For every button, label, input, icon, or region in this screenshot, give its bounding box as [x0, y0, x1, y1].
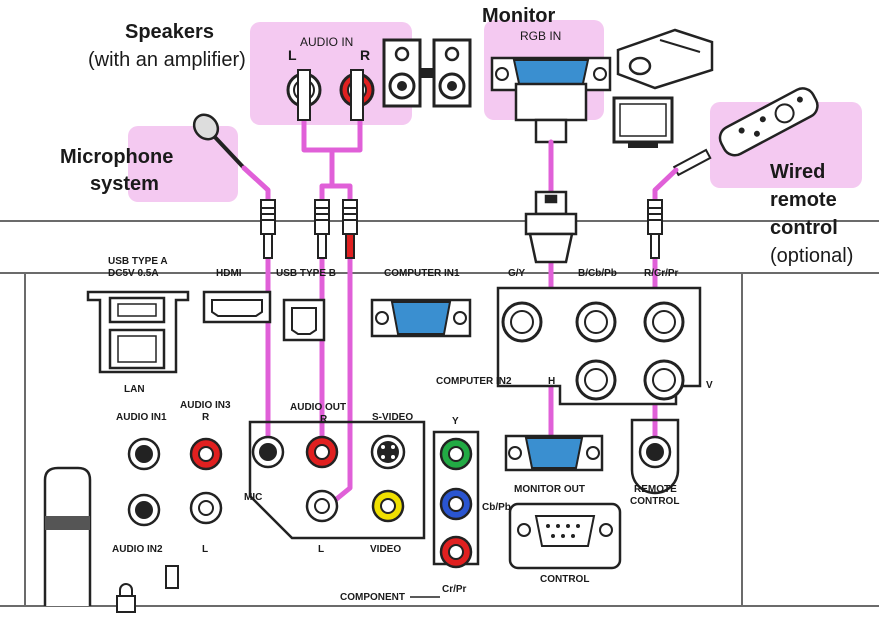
component-box — [432, 430, 480, 566]
remote-control-label-2: CONTROL — [630, 496, 679, 507]
projector-icon — [616, 28, 714, 90]
control-port — [508, 502, 622, 570]
bnc-rcrpr — [643, 301, 685, 343]
bcbpb-label: B/Cb/Pb — [578, 268, 617, 279]
audio-in3-r-label: R — [202, 412, 210, 423]
monitor-title: Monitor — [482, 5, 556, 27]
microphone-icon — [192, 113, 246, 170]
gy-label: G/Y — [508, 268, 526, 279]
computer-in2-label: COMPUTER IN2 — [436, 376, 512, 387]
audio-in2-label: AUDIO IN2 — [112, 544, 163, 555]
audio-out-box — [248, 420, 426, 540]
audio-in3-l-label: L — [202, 544, 208, 555]
rgb-in-port — [490, 56, 612, 92]
rcrpr-label: R/Cr/Pr — [644, 268, 679, 279]
rgb-in-label: RGB IN — [520, 29, 561, 43]
hdmi-label: HDMI — [216, 268, 242, 279]
computer-in1-label: COMPUTER IN1 — [384, 268, 460, 279]
panel-outline — [0, 220, 879, 607]
bnc-bcbpb — [575, 301, 617, 343]
video-label: VIDEO — [370, 544, 401, 555]
remote-cable — [652, 167, 679, 203]
remote-title-3: control — [770, 217, 838, 239]
monitor-out-port — [504, 434, 604, 472]
remote-title-1: Wired — [770, 161, 825, 183]
audio-out-l-jack — [305, 489, 339, 523]
audio-in1-jack — [127, 437, 161, 471]
svideo-port — [370, 434, 406, 470]
audio-in2-jack — [127, 493, 161, 527]
component-cb-jack — [439, 487, 473, 521]
speaker-icon — [382, 38, 472, 108]
mic-cable — [241, 165, 271, 203]
stand — [43, 466, 92, 606]
microphone-title-1: Microphone — [60, 146, 173, 168]
usb-type-b-port — [282, 298, 326, 342]
monitor-out-label: MONITOR OUT — [514, 484, 585, 495]
audio-out-l-label: L — [318, 544, 324, 555]
audio-out-label: AUDIO OUT — [290, 402, 346, 413]
component-cr-jack — [439, 535, 473, 569]
bnc-v — [643, 359, 685, 401]
audio-out-r-label: R — [320, 414, 328, 425]
computer-in1-port — [370, 298, 472, 338]
usb-type-a-label: USB TYPE A — [108, 256, 168, 267]
audio-out-l-cable — [325, 255, 353, 509]
video-jack — [371, 489, 405, 523]
computer-in2-block — [496, 286, 702, 406]
v-label: V — [706, 380, 713, 391]
audio-in1-label: AUDIO IN1 — [116, 412, 167, 423]
svideo-label: S-VIDEO — [372, 412, 413, 423]
crpr-label: Cr/Pr — [442, 584, 467, 595]
mic-jack — [251, 435, 285, 469]
audio-out-r-jack — [305, 435, 339, 469]
audio-in3-l-jack — [189, 491, 223, 525]
remote-control-label-1: REMOTE — [634, 484, 677, 495]
audio-in-r-label: R — [360, 47, 370, 63]
audio-in-l-label: L — [288, 47, 297, 63]
speakers-title: Speakers — [125, 21, 214, 43]
vga-plug-top — [514, 82, 588, 144]
bnc-h — [575, 359, 617, 401]
lock-icon — [116, 583, 136, 613]
usb-lan-block — [86, 290, 190, 374]
control-label: CONTROL — [540, 574, 589, 585]
usb-type-b-label: USB TYPE B — [276, 268, 336, 279]
hdmi-port — [202, 290, 272, 324]
y-label: Y — [452, 416, 459, 427]
mic-label: MIC — [244, 492, 262, 503]
remote-box — [630, 418, 680, 495]
remote-control-jack — [638, 435, 672, 469]
audio-in3-r-jack — [189, 437, 223, 471]
remote-note: (optional) — [770, 245, 853, 267]
component-y-jack — [439, 437, 473, 471]
speaker-cable — [301, 117, 363, 203]
mini-plugs — [260, 69, 663, 259]
security-slot — [165, 565, 179, 589]
component-label: COMPONENT — [340, 592, 405, 603]
audio-in3-label: AUDIO IN3 — [180, 400, 231, 411]
speakers-subtitle: (with an amplifier) — [88, 49, 246, 71]
microphone-title-2: system — [90, 173, 159, 195]
bnc-gy — [501, 301, 543, 343]
lan-label: LAN — [124, 384, 145, 395]
monitor-icon — [612, 96, 674, 148]
audio-in-label: AUDIO IN — [300, 35, 353, 49]
highlight-areas — [128, 20, 862, 202]
h-label: H — [548, 376, 555, 387]
usb-type-a-power-label: DC5V 0.5A — [108, 268, 159, 279]
mic-highlight — [128, 126, 238, 202]
cbpb-label: Cb/Pb — [482, 502, 511, 513]
cables — [241, 117, 679, 509]
remote-title-2: remote — [770, 189, 837, 211]
vga-plug-mid — [524, 190, 578, 264]
